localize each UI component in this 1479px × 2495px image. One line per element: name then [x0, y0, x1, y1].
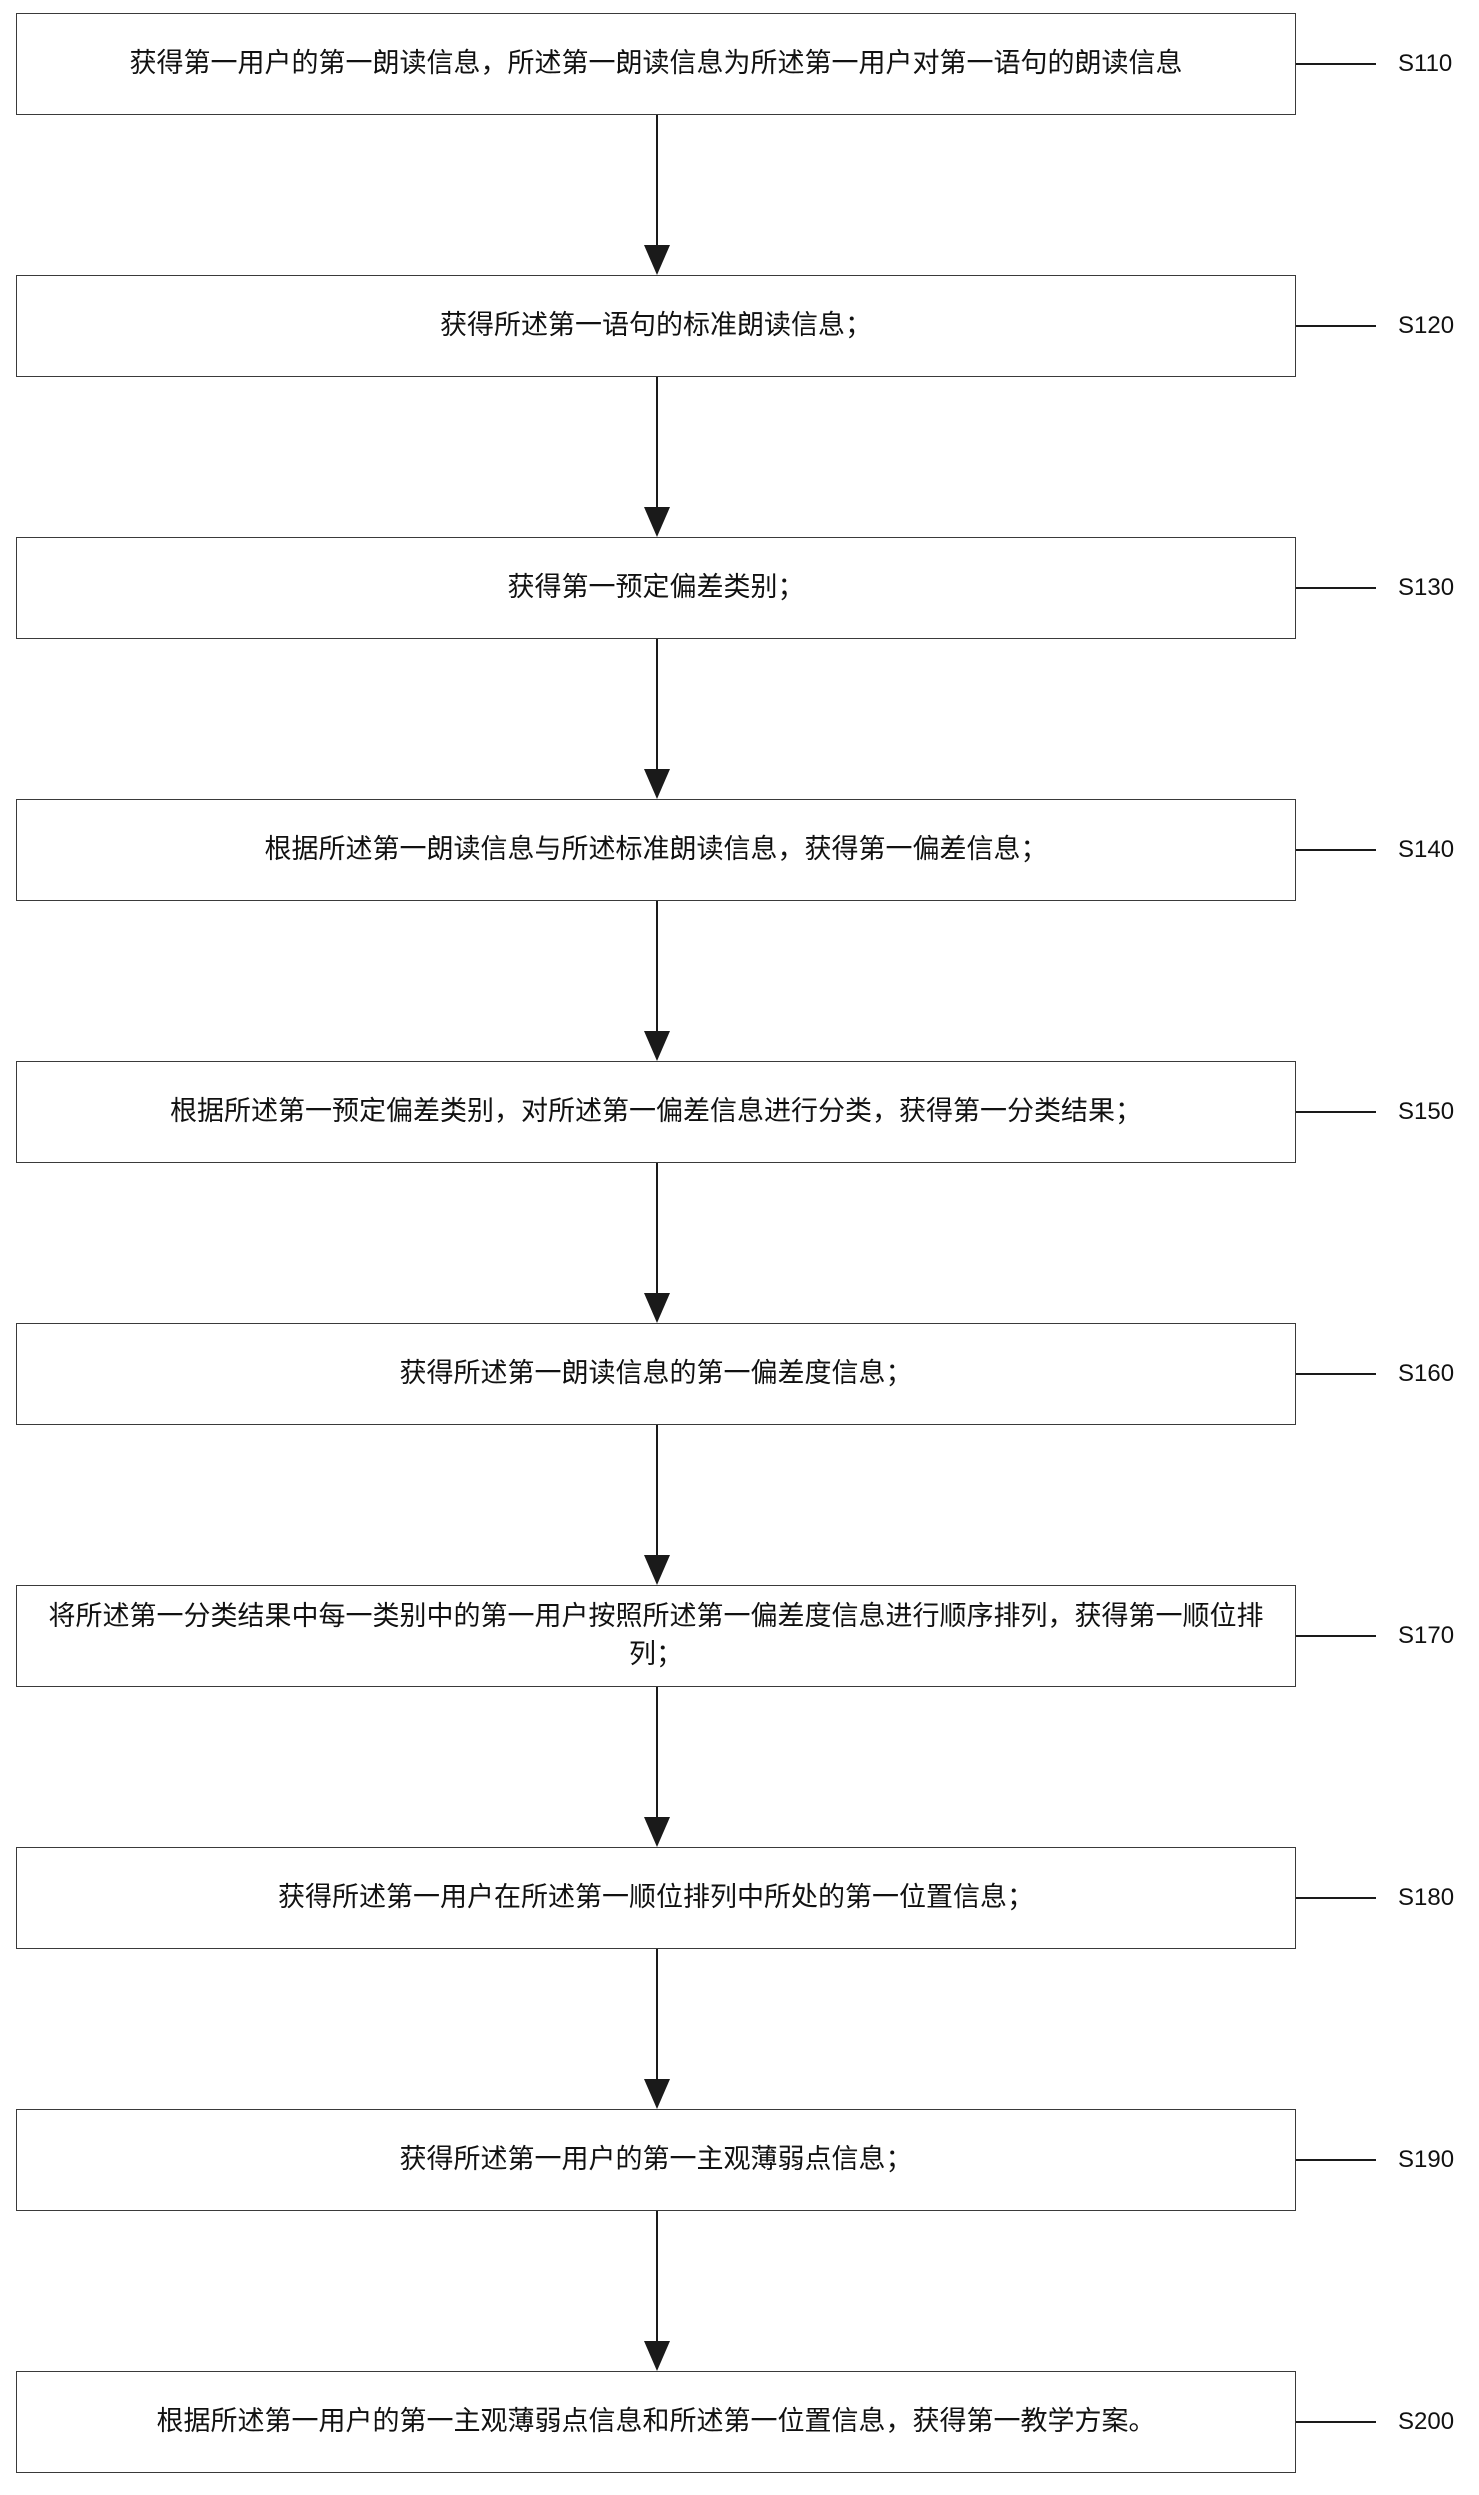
step-id-label: S120	[1398, 312, 1455, 339]
step-box-s110: 获得第一用户的第一朗读信息，所述第一朗读信息为所述第一用户对第一语句的朗读信息	[16, 13, 1296, 115]
step-id-label: S110	[1398, 50, 1453, 77]
step-text: 获得所述第一用户的第一主观薄弱点信息；	[399, 2144, 913, 2175]
step-leader-line	[1296, 1373, 1376, 1375]
step-text: 根据所述第一朗读信息与所述标准朗读信息，获得第一偏差信息；	[264, 834, 1048, 865]
step-leader-line	[1296, 1635, 1376, 1637]
step-text: 获得所述第一朗读信息的第一偏差度信息；	[399, 1358, 913, 1389]
flow-arrow-shaft	[656, 1949, 658, 2081]
step-id-label: S190	[1398, 2146, 1455, 2173]
step-id-label: S150	[1398, 1098, 1455, 1125]
flow-arrow-head	[644, 2341, 670, 2371]
flow-arrow-head	[644, 1293, 670, 1323]
step-leader-line	[1296, 849, 1376, 851]
step-box-s170: 将所述第一分类结果中每一类别中的第一用户按照所述第一偏差度信息进行顺序排列，获得…	[16, 1585, 1296, 1687]
step-text: 将所述第一分类结果中每一类别中的第一用户按照所述第一偏差度信息进行顺序排列，获得…	[48, 1601, 1264, 1670]
step-text: 根据所述第一预定偏差类别，对所述第一偏差信息进行分类，获得第一分类结果；	[170, 1096, 1142, 1127]
flow-arrow-head	[644, 2079, 670, 2109]
flow-arrow-shaft	[656, 2211, 658, 2343]
step-leader-line	[1296, 587, 1376, 589]
step-text: 根据所述第一用户的第一主观薄弱点信息和所述第一位置信息，获得第一教学方案。	[156, 2406, 1156, 2437]
flow-arrow-shaft	[656, 639, 658, 771]
flow-arrow-head	[644, 769, 670, 799]
step-id-label: S160	[1398, 1360, 1455, 1387]
flow-arrow-head	[644, 507, 670, 537]
step-box-s130: 获得第一预定偏差类别；	[16, 537, 1296, 639]
step-leader-line	[1296, 1897, 1376, 1899]
flow-arrow-head	[644, 1031, 670, 1061]
step-leader-line	[1296, 1111, 1376, 1113]
flow-arrow-shaft	[656, 1687, 658, 1819]
flow-arrow-head	[644, 1817, 670, 1847]
flow-arrow-shaft	[656, 115, 658, 247]
flow-arrow-shaft	[656, 901, 658, 1033]
step-text: 获得第一用户的第一朗读信息，所述第一朗读信息为所述第一用户对第一语句的朗读信息	[129, 48, 1183, 79]
step-leader-line	[1296, 2159, 1376, 2161]
step-box-s180: 获得所述第一用户在所述第一顺位排列中所处的第一位置信息；	[16, 1847, 1296, 1949]
step-text: 获得所述第一用户在所述第一顺位排列中所处的第一位置信息；	[278, 1882, 1034, 1913]
step-text: 获得第一预定偏差类别；	[507, 572, 805, 603]
step-id-label: S200	[1398, 2408, 1455, 2435]
step-id-label: S140	[1398, 836, 1455, 863]
flow-arrow-head	[644, 245, 670, 275]
step-box-s190: 获得所述第一用户的第一主观薄弱点信息；	[16, 2109, 1296, 2211]
step-id-label: S170	[1398, 1622, 1455, 1649]
step-box-s120: 获得所述第一语句的标准朗读信息；	[16, 275, 1296, 377]
step-id-label: S130	[1398, 574, 1455, 601]
step-id-label: S180	[1398, 1884, 1455, 1911]
step-leader-line	[1296, 2421, 1376, 2423]
step-text: 获得所述第一语句的标准朗读信息；	[440, 310, 872, 341]
flow-arrow-shaft	[656, 1163, 658, 1295]
step-box-s150: 根据所述第一预定偏差类别，对所述第一偏差信息进行分类，获得第一分类结果；	[16, 1061, 1296, 1163]
flow-arrow-head	[644, 1555, 670, 1585]
step-leader-line	[1296, 63, 1376, 65]
flow-arrow-shaft	[656, 377, 658, 509]
step-box-s160: 获得所述第一朗读信息的第一偏差度信息；	[16, 1323, 1296, 1425]
step-box-s140: 根据所述第一朗读信息与所述标准朗读信息，获得第一偏差信息；	[16, 799, 1296, 901]
flow-arrow-shaft	[656, 1425, 658, 1557]
step-box-s200: 根据所述第一用户的第一主观薄弱点信息和所述第一位置信息，获得第一教学方案。	[16, 2371, 1296, 2473]
step-leader-line	[1296, 325, 1376, 327]
